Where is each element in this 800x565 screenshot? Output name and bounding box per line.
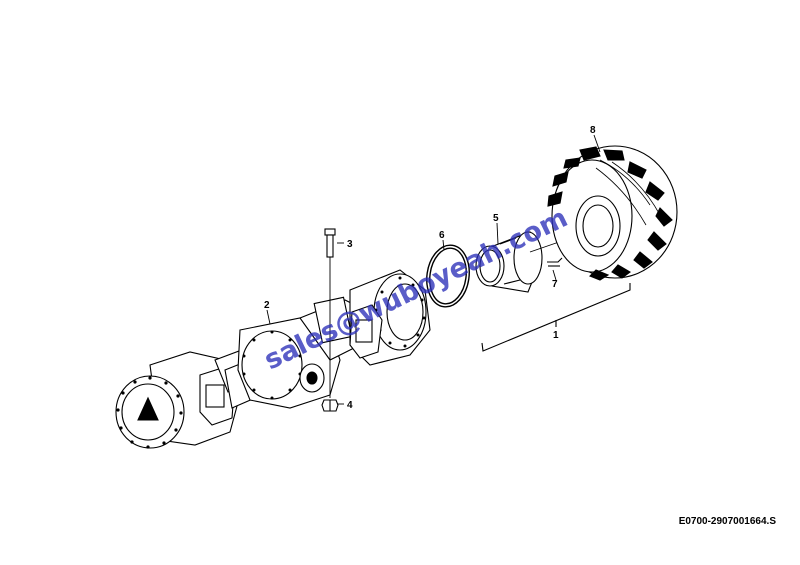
callout-6: 6 bbox=[439, 230, 445, 241]
nut bbox=[321, 399, 339, 412]
callout-3: 3 bbox=[347, 239, 353, 250]
bracket-item-1 bbox=[481, 283, 631, 352]
tire bbox=[547, 145, 678, 281]
axle-housing bbox=[115, 269, 431, 449]
callout-1: 1 bbox=[553, 330, 559, 341]
o-ring bbox=[426, 244, 470, 308]
callout-7: 7 bbox=[552, 279, 558, 290]
bolt bbox=[324, 228, 336, 258]
callout-8: 8 bbox=[590, 125, 596, 136]
callout-4: 4 bbox=[347, 400, 353, 411]
wheel-rim bbox=[475, 231, 543, 293]
callout-5: 5 bbox=[493, 213, 499, 224]
valve bbox=[547, 257, 563, 267]
callout-2: 2 bbox=[264, 300, 270, 311]
leader-lines bbox=[266, 134, 601, 405]
drawing-code: E0700-2907001664.S bbox=[678, 516, 776, 527]
